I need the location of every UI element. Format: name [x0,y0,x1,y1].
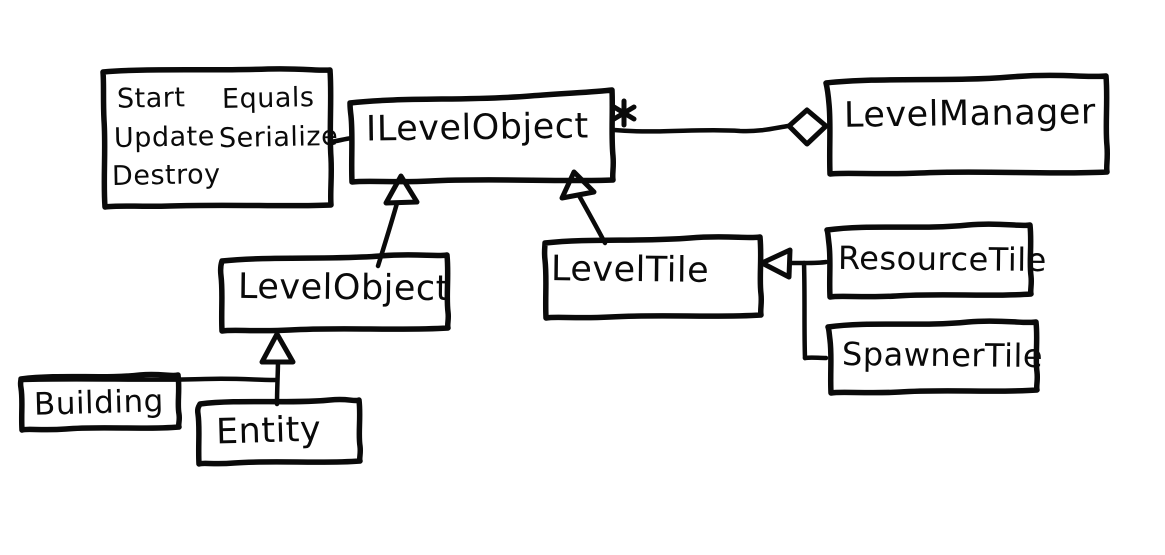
class-label-leveltile: LevelTile [550,249,710,291]
box-levelobject [217,252,452,334]
edge-resourcetile-inherit-shaft [787,259,829,266]
box-ilevelobject [347,87,617,185]
class-label-entity: Entity [215,409,322,453]
inheritance-arrowhead-entity [259,331,296,365]
box-resourcetile [824,221,1035,300]
class-label-levelmanager: LevelManager [843,92,1097,136]
inheritance-arrowhead-leveltile [559,169,597,201]
method-label-start: Start [116,82,186,115]
inheritance-arrowhead-tiles [759,247,793,280]
inheritance-arrowhead-levelobject [383,173,420,206]
class-label-building: Building [33,383,165,423]
edge-leveltile-inherit-shaft [574,189,608,246]
multiplicity-asterisk-strokes [611,98,637,128]
class-label-ilevelobject: ILevelObject [365,106,589,150]
method-label-update: Update [113,121,216,154]
box-spawnertile [825,318,1041,396]
method-label-serialize: Serialize [218,120,339,155]
class-label-spawnertile: SpawnerTile [841,334,1044,376]
class-label-levelobject: LevelObject [237,266,451,310]
edge-aggregation-line [611,123,791,134]
edge-tiles-shared-riser [801,260,808,361]
box-leveltile [541,234,765,321]
class-label-resourcetile: ResourceTile [837,238,1047,280]
aggregation-diamond-icon [786,107,829,147]
box-levelmanager [823,72,1111,177]
box-methods-note [100,66,335,210]
box-building [17,371,183,433]
method-label-equals: Equals [221,82,315,115]
method-label-destroy: Destroy [111,158,221,193]
box-entity [195,396,364,467]
